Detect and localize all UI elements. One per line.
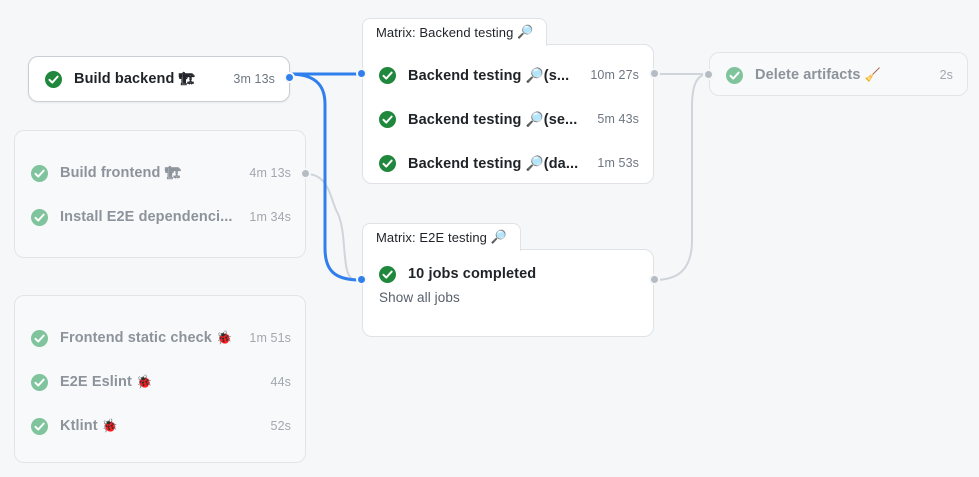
job-row-backend-testing-3[interactable]: Backend testing 🔎(da... 1m 53s — [363, 141, 653, 185]
job-label: Backend testing 🔎(se... — [408, 111, 578, 128]
status-success-icon — [31, 373, 48, 391]
job-row-delete-artifacts[interactable]: Delete artifacts 🧹 2s — [710, 53, 967, 97]
status-success-icon — [379, 154, 396, 172]
job-label-text: Build frontend — [60, 165, 161, 181]
job-row-e2e-eslint[interactable]: E2E Eslint 🐞 44s — [15, 360, 305, 404]
output-port-matrix-e2e[interactable] — [649, 274, 660, 285]
job-row-build-backend[interactable]: Build backend 🏗 3m 13s — [29, 57, 289, 101]
job-row-frontend-static-check[interactable]: Frontend static check 🐞 1m 51s — [15, 316, 305, 360]
status-success-icon — [31, 164, 48, 182]
status-success-icon — [31, 329, 48, 347]
job-label-text: Delete artifacts — [755, 67, 861, 83]
frontend-group-card[interactable]: Build frontend 🏗 4m 13s Install E2E depe… — [14, 130, 306, 258]
job-duration: 1m 34s — [249, 210, 291, 224]
magnifying-glass-emoji: 🔎 — [517, 25, 534, 40]
job-duration: 10m 27s — [590, 68, 639, 82]
status-success-icon — [726, 66, 743, 84]
job-duration: 5m 43s — [597, 112, 639, 126]
job-label: 10 jobs completed — [408, 266, 537, 282]
job-label-text: Build backend — [74, 71, 175, 87]
job-duration: 2s — [939, 68, 953, 82]
job-row-backend-testing-2[interactable]: Backend testing 🔎(se... 5m 43s — [363, 97, 653, 141]
magnifying-glass-emoji: 🔎 — [490, 230, 508, 245]
job-duration: 52s — [270, 419, 291, 433]
lady-beetle-emoji: 🐞 — [136, 375, 153, 390]
job-label: Install E2E dependenci... — [60, 209, 233, 225]
job-row-install-e2e-deps[interactable]: Install E2E dependenci... 1m 34s — [15, 195, 305, 239]
output-port-build-backend[interactable] — [284, 72, 295, 83]
matrix-backend-card[interactable]: Matrix: Backend testing 🔎 Backend testin… — [362, 18, 654, 185]
job-duration: 44s — [270, 375, 291, 389]
show-all-jobs-link[interactable]: Show all jobs — [379, 290, 460, 305]
node-delete-artifacts[interactable]: Delete artifacts 🧹 2s — [703, 52, 968, 96]
input-port-matrix-backend[interactable] — [356, 68, 367, 79]
node-build-backend[interactable]: Build backend 🏗 3m 13s — [28, 56, 295, 102]
node-matrix-e2e-testing[interactable]: Matrix: E2E testing 🔎 10 jobs completed … — [356, 223, 660, 337]
matrix-e2e-card[interactable]: Matrix: E2E testing 🔎 10 jobs completed … — [362, 223, 654, 337]
matrix-e2e-tab[interactable]: Matrix: E2E testing 🔎 — [362, 223, 522, 251]
job-label: Delete artifacts 🧹 — [755, 67, 930, 83]
build-backend-card[interactable]: Build backend 🏗 3m 13s — [28, 56, 290, 102]
job-duration: 1m 51s — [249, 331, 291, 345]
status-success-icon — [31, 208, 48, 226]
job-label-text: Ktlint — [60, 418, 98, 434]
job-row-build-frontend[interactable]: Build frontend 🏗 4m 13s — [15, 151, 305, 195]
status-success-icon — [31, 417, 48, 435]
matrix-backend-tab[interactable]: Matrix: Backend testing 🔎 — [362, 18, 548, 46]
job-label: Backend testing 🔎(da... — [408, 155, 579, 172]
status-success-icon — [45, 70, 62, 88]
node-matrix-backend-testing[interactable]: Matrix: Backend testing 🔎 Backend testin… — [356, 18, 660, 185]
job-row-backend-testing-1[interactable]: Backend testing 🔎(s... 10m 27s — [363, 53, 653, 97]
job-label: Build backend 🏗 — [74, 71, 223, 87]
job-label-text: E2E Eslint — [60, 374, 132, 390]
delete-artifacts-card[interactable]: Delete artifacts 🧹 2s — [709, 52, 968, 96]
lady-beetle-emoji: 🐞 — [101, 419, 119, 434]
job-duration: 4m 13s — [249, 166, 291, 180]
output-port-matrix-backend[interactable] — [649, 68, 660, 79]
status-success-icon — [379, 265, 396, 283]
matrix-tab-label: Matrix: E2E testing — [376, 230, 487, 245]
building-construction-emoji: 🏗 — [164, 166, 182, 181]
job-duration: 3m 13s — [233, 72, 275, 86]
input-port-delete-artifacts[interactable] — [703, 69, 714, 80]
job-label-text: Frontend static check — [60, 330, 212, 346]
matrix-tab-label: Matrix: Backend testing — [376, 25, 514, 40]
job-label: Frontend static check 🐞 — [60, 330, 239, 346]
status-success-icon — [379, 66, 396, 84]
lady-beetle-emoji: 🐞 — [216, 331, 233, 346]
job-label: E2E Eslint 🐞 — [60, 374, 261, 390]
job-label: Ktlint 🐞 — [60, 418, 261, 434]
building-construction-emoji: 🏗 — [178, 72, 196, 87]
status-success-icon — [379, 110, 396, 128]
job-row-ktlint[interactable]: Ktlint 🐞 52s — [15, 404, 305, 448]
input-port-matrix-e2e[interactable] — [356, 274, 367, 285]
edge-e2e-matrix-to-delete — [653, 73, 709, 281]
broom-emoji: 🧹 — [864, 68, 882, 83]
lint-group-card[interactable]: Frontend static check 🐞 1m 51s E2E Eslin… — [14, 295, 306, 463]
job-row-e2e-summary[interactable]: 10 jobs completed — [363, 258, 653, 290]
edge-frontend-to-e2e — [305, 173, 357, 281]
output-port-frontend-group[interactable] — [300, 168, 311, 179]
job-label: Build frontend 🏗 — [60, 165, 239, 181]
node-frontend-group[interactable]: Build frontend 🏗 4m 13s Install E2E depe… — [14, 130, 311, 258]
node-lint-group[interactable]: Frontend static check 🐞 1m 51s E2E Eslin… — [14, 295, 306, 463]
job-label: Backend testing 🔎(s... — [408, 67, 570, 84]
job-duration: 1m 53s — [597, 156, 639, 170]
